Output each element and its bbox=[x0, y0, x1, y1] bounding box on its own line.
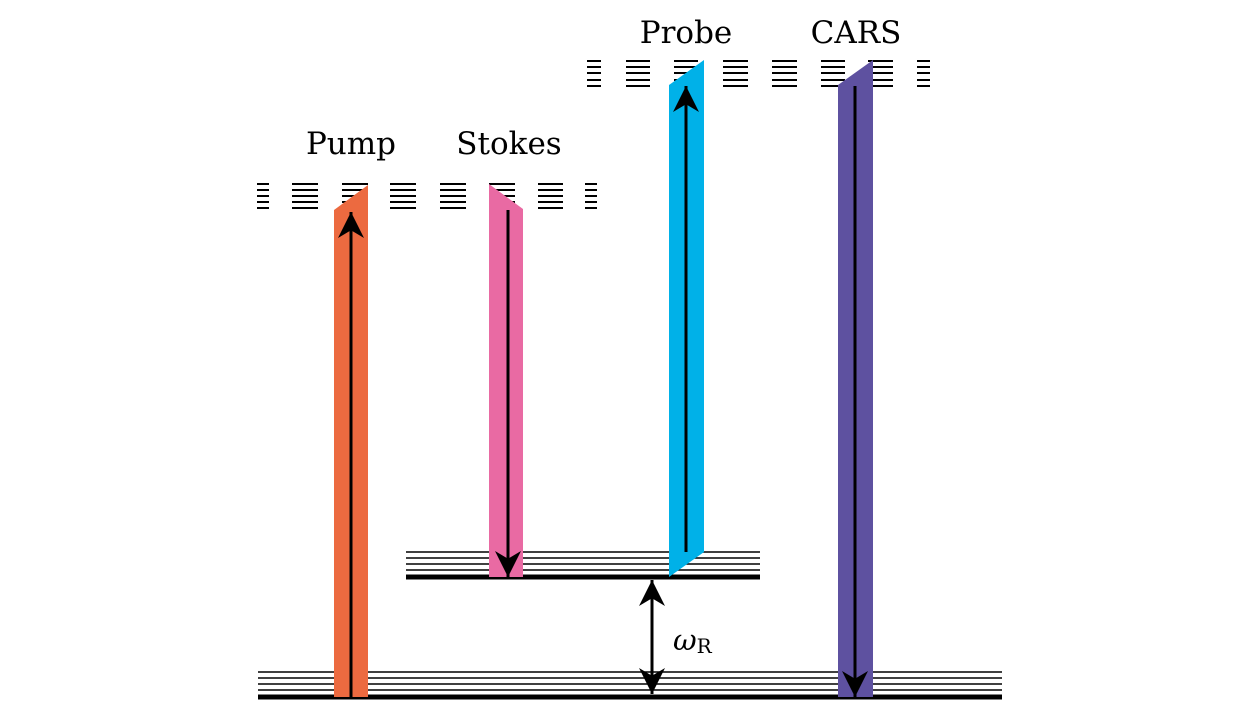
omega-symbol: ω bbox=[673, 623, 697, 657]
cars-arrowhead-icon bbox=[842, 671, 868, 697]
omega-r-arrowhead-icon bbox=[639, 668, 665, 694]
pump-label: Pump bbox=[306, 126, 396, 162]
stokes-label: Stokes bbox=[456, 126, 561, 162]
stokes-beam bbox=[489, 184, 523, 577]
omega-r-arrowhead-icon bbox=[639, 580, 665, 606]
pump-arrowhead-icon bbox=[338, 212, 364, 238]
omega-subscript: R bbox=[697, 634, 713, 658]
omega-r-label: ωR bbox=[673, 623, 713, 658]
probe-arrowhead-icon bbox=[673, 86, 699, 112]
stokes-arrowhead-icon bbox=[495, 551, 521, 577]
cars-label: CARS bbox=[811, 15, 902, 51]
transition-arrows bbox=[338, 86, 868, 697]
probe-label: Probe bbox=[640, 15, 733, 51]
beams bbox=[334, 60, 873, 697]
